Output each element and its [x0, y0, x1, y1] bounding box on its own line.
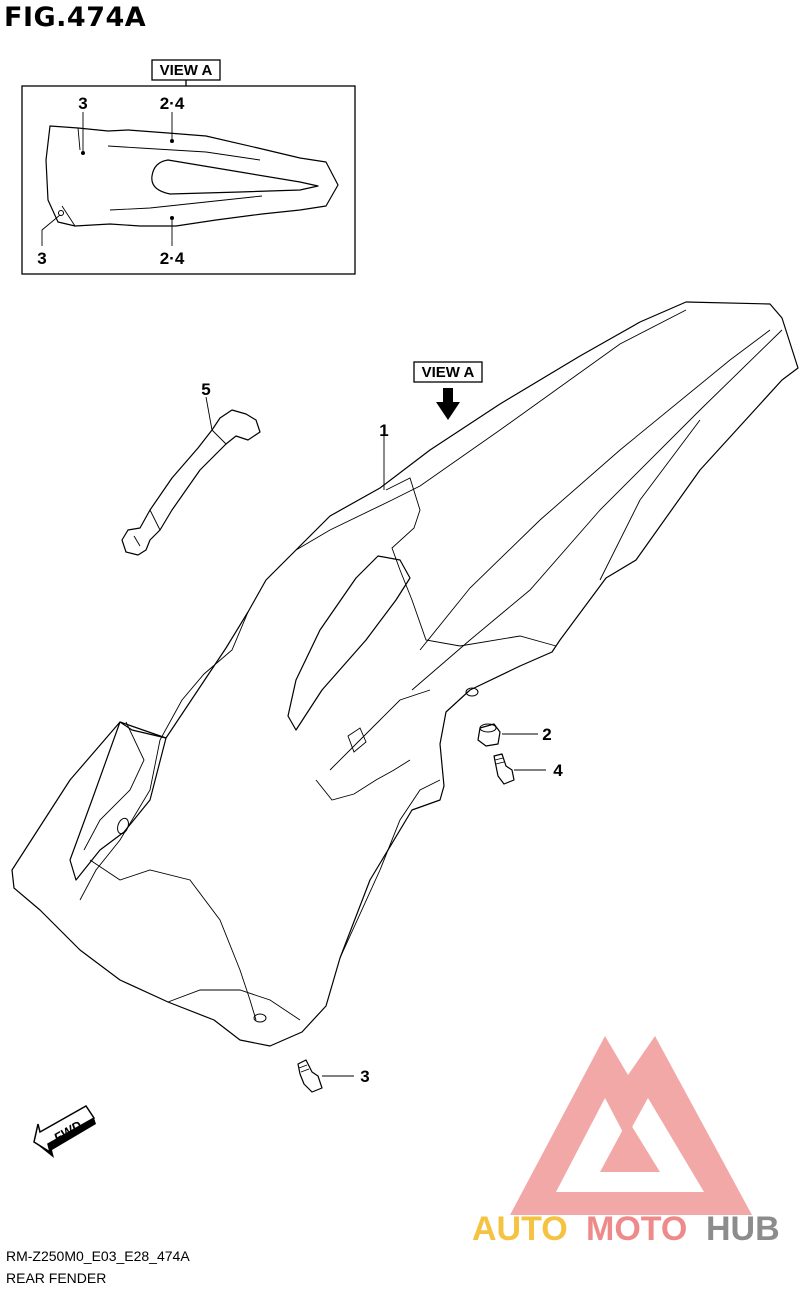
callout-part-3: 3 — [360, 1067, 369, 1086]
wordmark-moto: MOTO — [586, 1210, 687, 1248]
footer-name: REAR FENDER — [6, 1270, 107, 1286]
view-a-tag: VIEW A — [413, 361, 483, 420]
part-3-screw — [297, 1059, 354, 1093]
view-a-inset: VIEW A 3 2·4 3 2·4 — [21, 59, 356, 275]
callout-part-1: 1 — [379, 421, 388, 440]
part-5-bracket — [121, 396, 261, 556]
part-2-nut — [477, 723, 538, 747]
inset-callout-bottom-left: 3 — [37, 249, 46, 268]
part-1-rear-fender — [11, 301, 799, 1047]
inset-callout-top-left: 3 — [78, 94, 87, 113]
automotohub-wordmark: AUTO MOTO HUB — [472, 1210, 780, 1248]
inset-fender-outline — [45, 125, 339, 227]
automotohub-logo — [510, 1036, 752, 1215]
wordmark-auto: AUTO — [472, 1210, 568, 1248]
inset-callout-top-mid: 2·4 — [160, 94, 185, 113]
forward-arrow-icon: FWD — [33, 1105, 96, 1158]
callout-part-2: 2 — [542, 725, 551, 744]
callout-part-5: 5 — [201, 380, 210, 399]
inset-label: VIEW A — [160, 62, 213, 79]
callout-part-4: 4 — [553, 761, 563, 780]
footer-code: RM-Z250M0_E03_E28_474A — [6, 1248, 190, 1264]
down-arrow-icon — [436, 388, 460, 420]
view-a-tag-label: VIEW A — [422, 364, 475, 381]
inset-callout-bottom-mid: 2·4 — [160, 249, 185, 268]
wordmark-hub: HUB — [706, 1210, 780, 1248]
inset-fender-opening — [151, 159, 319, 195]
figure-title: FIG.474A — [4, 2, 147, 33]
part-4-bolt — [493, 753, 546, 785]
